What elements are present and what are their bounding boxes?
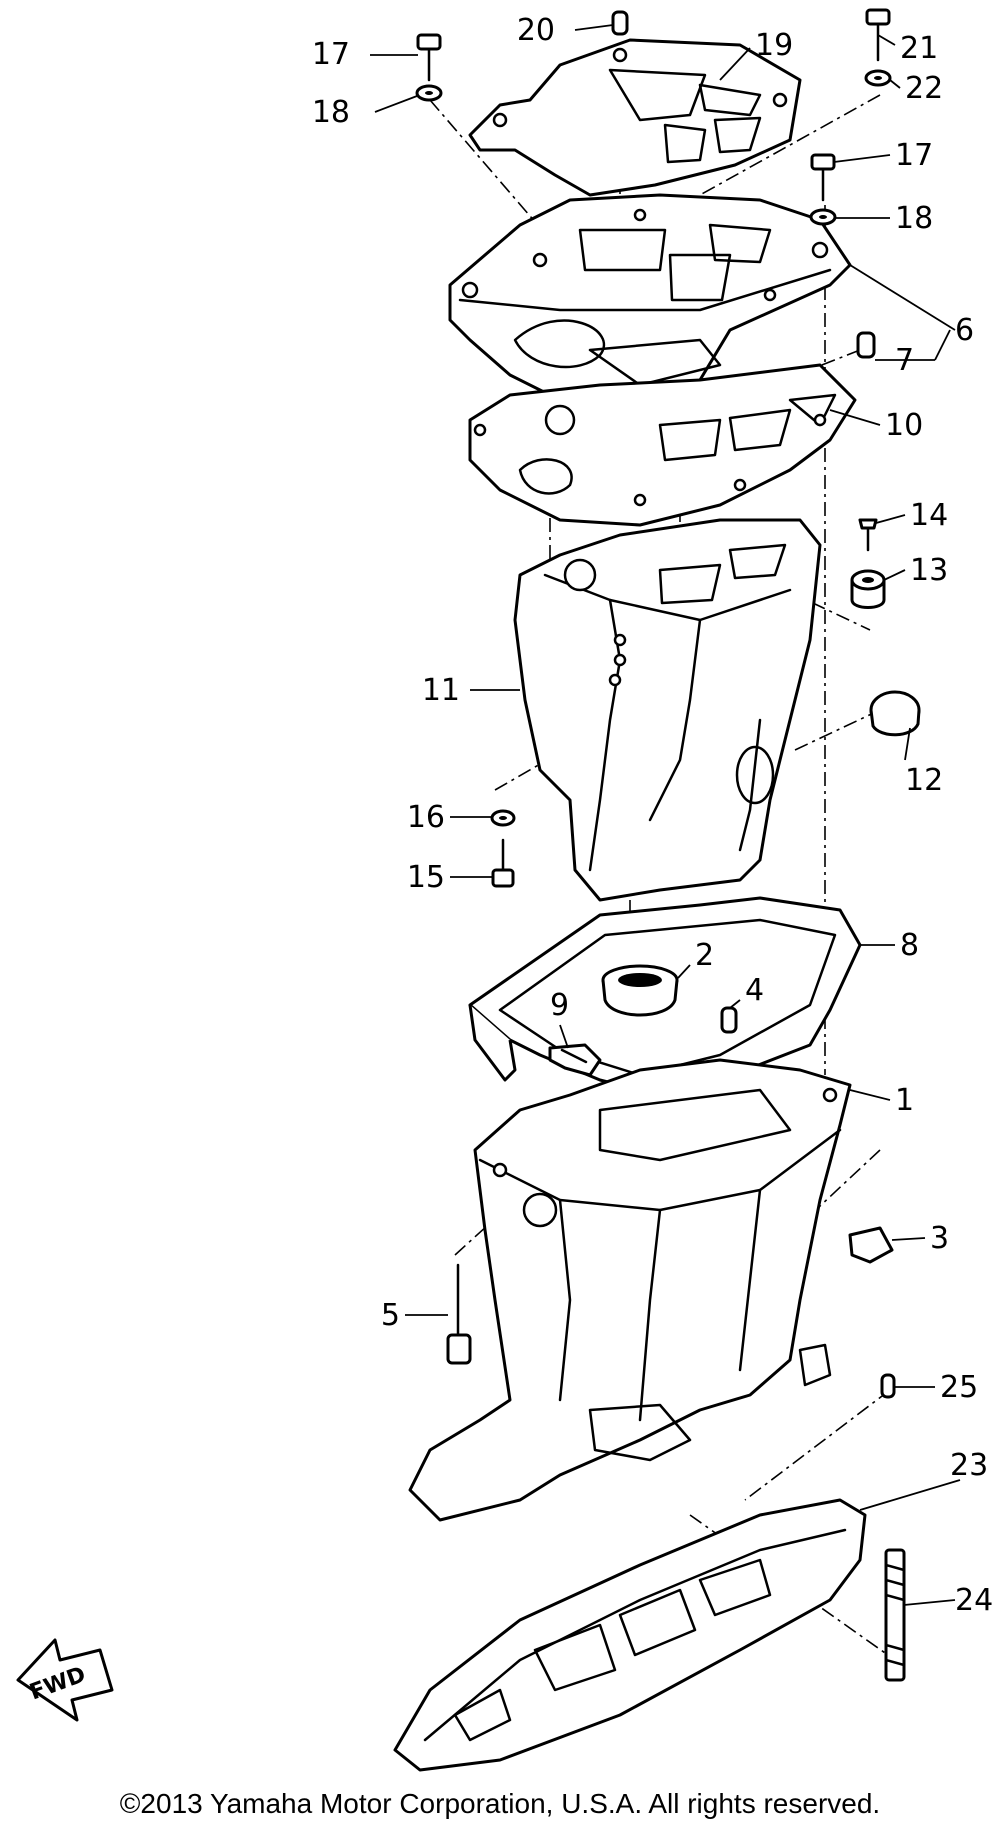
part-16-washer [490,809,516,827]
callout-labels: 17 18 20 19 21 22 17 18 6 7 10 14 13 12 … [312,13,993,1618]
callout-20: 20 [517,13,555,48]
part-23-bottom-cover [393,1498,867,1772]
callout-16: 16 [407,800,445,835]
callout-25: 25 [940,1370,978,1405]
part-19-gasket [468,38,802,197]
callout-4: 4 [745,973,764,1008]
callout-1: 1 [895,1083,914,1118]
callout-14: 14 [910,498,948,533]
part-9-clip [548,1043,602,1077]
part-17-bolt-upper-left [416,33,442,82]
callout-17: 17 [312,37,350,72]
part-14-screw [858,518,878,552]
callout-22: 22 [905,71,943,106]
part-17-bolt-right [810,153,836,202]
part-5-bolt [446,1263,472,1365]
part-12-cap [869,690,921,737]
callout-6: 6 [955,313,974,348]
part-15-bolt [491,838,515,888]
callout-13: 13 [910,553,948,588]
callout-11: 11 [422,673,460,708]
part-13-damper [850,569,886,609]
callout-12: 12 [905,763,943,798]
part-18-washer-right [809,208,837,226]
callout-2: 2 [695,938,714,973]
part-7-dowel [856,331,876,359]
callout-9: 9 [550,988,569,1023]
part-24-stud [884,1548,906,1682]
fwd-arrow: FWD [16,1638,114,1722]
part-2-oil-seal [601,964,679,1017]
part-25-dowel [880,1373,896,1399]
callout-8: 8 [900,928,919,963]
part-21-bolt [865,8,891,62]
leader-lines [370,24,961,1606]
callout-19: 19 [755,28,793,63]
callout-24: 24 [955,1583,993,1618]
part-11-upper-casing [513,518,822,902]
callout-18-right: 18 [895,201,933,236]
callout-7: 7 [895,343,914,378]
part-1-lower-casing [408,1058,852,1522]
part-22-washer [864,69,892,87]
part-3-grommet [848,1226,894,1264]
copyright-notice: ©2013 Yamaha Motor Corporation, U.S.A. A… [119,1788,881,1819]
callout-3: 3 [930,1221,949,1256]
callout-23: 23 [950,1448,988,1483]
part-6-exhaust-guide [448,193,852,402]
part-20-dowel [611,10,629,36]
callout-15: 15 [407,860,445,895]
callout-17-right: 17 [895,138,933,173]
part-10-gasket [468,363,857,527]
callout-18: 18 [312,95,350,130]
callout-10: 10 [885,408,923,443]
callout-21: 21 [900,31,938,66]
part-18-washer-upper-left [415,84,443,102]
callout-5: 5 [381,1298,400,1333]
part-4-dowel [720,1006,738,1034]
